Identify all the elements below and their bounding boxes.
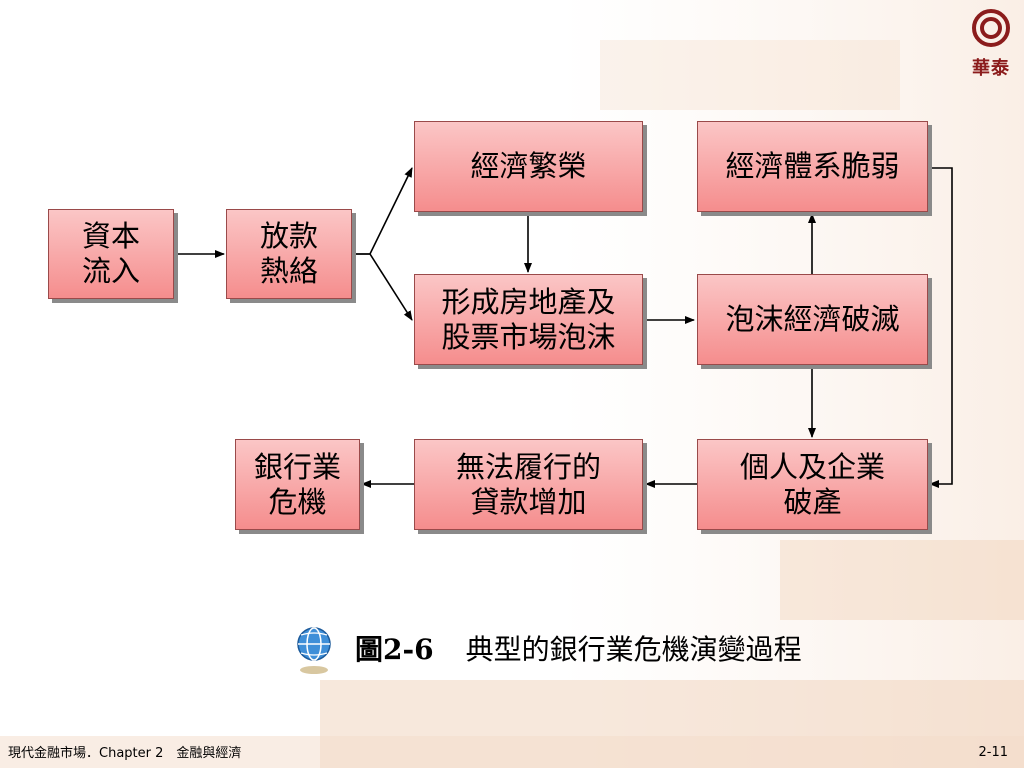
figure-number: 圖2-6	[355, 633, 434, 666]
footer-course-title: 現代金融市場．Chapter 2 金融與經濟	[8, 746, 242, 761]
arrow-loans-to-bubble	[353, 253, 413, 321]
logo-rings-icon	[972, 9, 1010, 47]
node-bad-loans: 無法履行的貸款增加	[414, 439, 643, 530]
node-weak-economic-system: 經濟體系脆弱	[697, 121, 928, 212]
figure-title: 典型的銀行業危機演變過程	[465, 633, 802, 666]
arrow-loans-to-boom	[353, 167, 413, 255]
node-economic-boom: 經濟繁榮	[414, 121, 643, 212]
node-bubble-burst: 泡沫經濟破滅	[697, 274, 928, 365]
node-bankruptcy: 個人及企業破產	[697, 439, 928, 530]
node-capital-inflow: 資本流入	[48, 209, 174, 299]
footer-page-number: 2-11	[978, 745, 1008, 760]
brand-logo: 華泰	[962, 8, 1020, 80]
node-loan-surge: 放款熱絡	[226, 209, 352, 299]
node-bubble-formation: 形成房地產及股票市場泡沫	[414, 274, 643, 365]
arrow-weak-to-bankruptcy	[929, 167, 953, 488]
logo-text: 華泰	[972, 58, 1010, 79]
node-bank-crisis: 銀行業危機	[235, 439, 360, 530]
globe-icon	[297, 627, 331, 674]
figure-caption: 圖2-6 典型的銀行業危機演變過程	[355, 628, 802, 668]
